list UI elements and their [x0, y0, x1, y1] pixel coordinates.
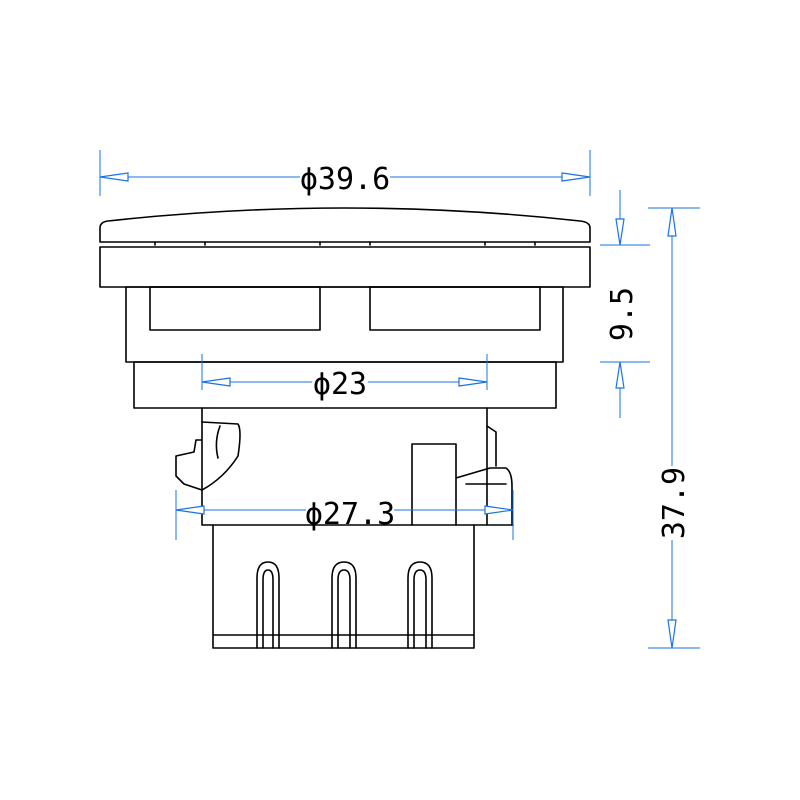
cap-ticks [154, 241, 536, 246]
dimension-lines: ϕ39.6 ϕ23 ϕ27.3 [99, 150, 700, 649]
dimension-inner-diameter-label: ϕ23 [313, 367, 367, 402]
dimension-top-diameter-label: ϕ39.6 [300, 162, 390, 197]
left-latch [175, 421, 241, 491]
dimension-total-height-label: 37.9 [657, 467, 692, 539]
part-outline [99, 207, 591, 649]
dimension-inner-diameter: ϕ23 [201, 354, 488, 402]
dimension-lower-diameter-label: ϕ27.3 [305, 497, 395, 532]
flange-band [99, 246, 591, 288]
dimension-top-diameter: ϕ39.6 [99, 150, 591, 197]
dimension-cap-height: 9.5 [600, 190, 650, 418]
right-window [369, 286, 541, 331]
dimension-cap-height-label: 9.5 [605, 287, 640, 341]
terminal-slot-3 [407, 561, 433, 649]
dimension-lower-diameter: ϕ27.3 [175, 490, 514, 540]
right-clip [411, 425, 513, 526]
left-window [149, 286, 321, 331]
terminal-slot-1 [256, 561, 280, 649]
neck-housing [201, 407, 514, 526]
lower-body [212, 524, 475, 649]
upper-body [125, 286, 564, 363]
cap-dome [99, 207, 591, 243]
terminal-slot-2 [331, 561, 357, 649]
dimension-total-height: 37.9 [648, 207, 700, 649]
collar [133, 361, 557, 409]
